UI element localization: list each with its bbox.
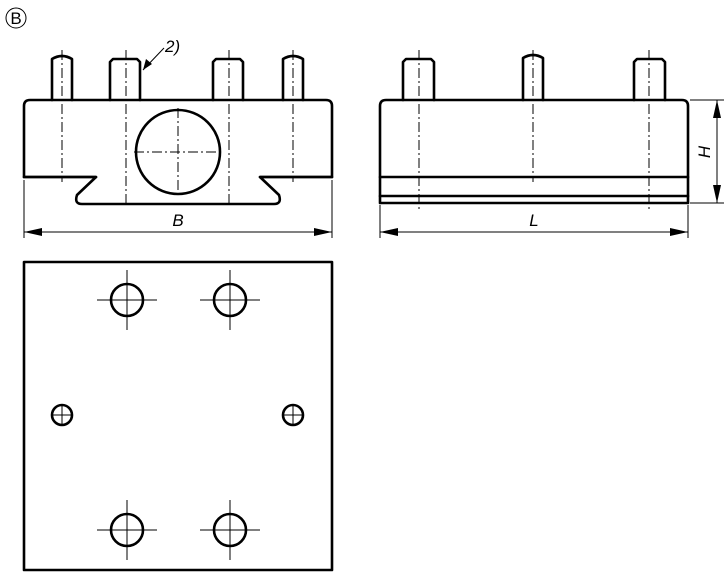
large-hole	[97, 500, 157, 560]
top-plate-outline	[22, 260, 334, 572]
side-view: L H	[378, 50, 724, 238]
side-pins	[401, 53, 667, 102]
svg-text:H: H	[695, 145, 714, 158]
svg-text:B: B	[10, 9, 21, 28]
front-view: 2) B	[22, 37, 334, 238]
large-hole	[200, 500, 260, 560]
top-view	[22, 260, 334, 572]
dimension-l: L	[379, 205, 689, 238]
small-hole	[50, 403, 74, 427]
svg-text:L: L	[529, 211, 538, 230]
large-hole	[97, 270, 157, 330]
view-label: B	[5, 7, 27, 29]
dimension-b: B	[23, 180, 333, 238]
front-pins	[50, 54, 305, 102]
note-leader: 2)	[142, 37, 180, 71]
svg-text:2): 2)	[164, 37, 180, 56]
dimension-h: H	[690, 99, 724, 204]
side-body-outline	[378, 98, 690, 205]
svg-text:B: B	[172, 211, 183, 230]
small-hole	[281, 403, 305, 427]
large-hole	[200, 270, 260, 330]
